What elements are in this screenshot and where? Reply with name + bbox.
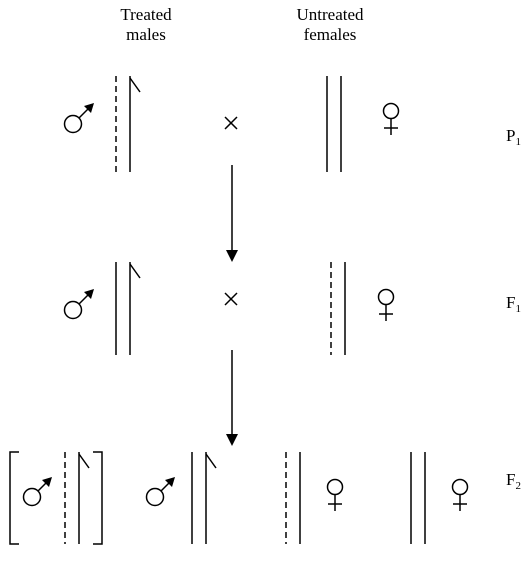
male-symbol-icon bbox=[145, 477, 175, 507]
header-treated-males: Treated males bbox=[96, 5, 196, 45]
male-symbol-icon bbox=[22, 477, 52, 507]
header-untreated-line1: Untreated bbox=[296, 5, 364, 24]
header-untreated-females: Untreated females bbox=[280, 5, 380, 45]
bracket-right bbox=[93, 451, 103, 545]
female-symbol-icon bbox=[451, 478, 469, 511]
chromosome-pair bbox=[410, 452, 426, 544]
bracket-left bbox=[9, 451, 19, 545]
cross-symbol bbox=[224, 292, 238, 306]
chromosome-pair bbox=[191, 452, 217, 544]
female-symbol-icon bbox=[382, 102, 400, 135]
header-treated-line2: males bbox=[126, 25, 166, 44]
chromosome-pair bbox=[115, 262, 141, 355]
generation-label-f2: F2 bbox=[506, 470, 521, 492]
chromosome-pair bbox=[285, 452, 301, 544]
chromosome-pair bbox=[115, 76, 141, 172]
male-symbol-icon bbox=[63, 103, 94, 134]
cross-symbol bbox=[224, 116, 238, 130]
chromosome-pair bbox=[64, 452, 90, 544]
header-treated-line1: Treated bbox=[120, 5, 172, 24]
chromosome-pair bbox=[326, 76, 342, 172]
chromosome-pair bbox=[330, 262, 346, 355]
female-symbol-icon bbox=[326, 478, 344, 511]
generation-label-f1: F1 bbox=[506, 293, 521, 315]
generation-label-p1: P1 bbox=[506, 126, 521, 148]
male-symbol-icon bbox=[63, 289, 94, 320]
female-symbol-icon bbox=[377, 288, 395, 321]
header-untreated-line2: females bbox=[303, 25, 357, 44]
